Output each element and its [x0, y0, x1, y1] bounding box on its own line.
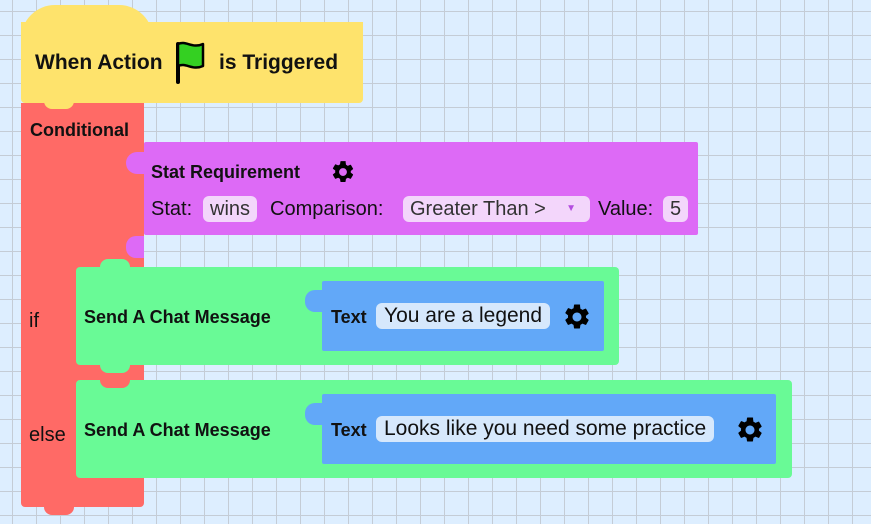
else-text-label: Text: [331, 420, 367, 440]
stat-label: Stat:: [151, 198, 193, 220]
green-flag-icon: [176, 41, 205, 84]
stat-requirement-title: Stat Requirement: [151, 162, 301, 182]
stat-block-lower-connector: [126, 236, 144, 258]
conditional-top-notch: [44, 101, 74, 109]
else-text-connector: [305, 403, 323, 425]
value-field[interactable]: 5: [663, 196, 689, 222]
comparison-dropdown[interactable]: Greater Than > ▼: [403, 196, 590, 222]
else-text-input[interactable]: Looks like you need some practice: [376, 416, 715, 442]
stat-block-connector: [126, 152, 148, 174]
stat-value-field[interactable]: wins: [203, 196, 258, 222]
if-label: if: [29, 310, 39, 332]
else-label: else: [29, 424, 66, 446]
comparison-selected-value: Greater Than >: [410, 198, 546, 220]
hat-block-prefix: When Action: [35, 51, 163, 74]
gear-icon[interactable]: [330, 159, 356, 185]
if-text-input[interactable]: You are a legend: [376, 303, 551, 329]
value-label: Value:: [598, 198, 654, 220]
if-text-label: Text: [331, 307, 367, 327]
gear-icon[interactable]: [735, 415, 765, 445]
conditional-title: Conditional: [30, 120, 129, 140]
comparison-label: Comparison:: [270, 198, 384, 220]
dropdown-arrow-icon: ▼: [566, 203, 576, 214]
else-send-chat-title: Send A Chat Message: [84, 420, 271, 440]
if-text-connector: [305, 290, 323, 312]
if-send-chat-title: Send A Chat Message: [84, 307, 271, 327]
if-chat-top-notch: [100, 259, 130, 267]
hat-block-suffix: is Triggered: [219, 51, 339, 74]
gear-icon[interactable]: [562, 302, 592, 332]
if-chat-bottom-notch: [100, 365, 130, 373]
else-chat-top-notch: [100, 380, 130, 388]
conditional-bottom-notch: [44, 507, 74, 515]
